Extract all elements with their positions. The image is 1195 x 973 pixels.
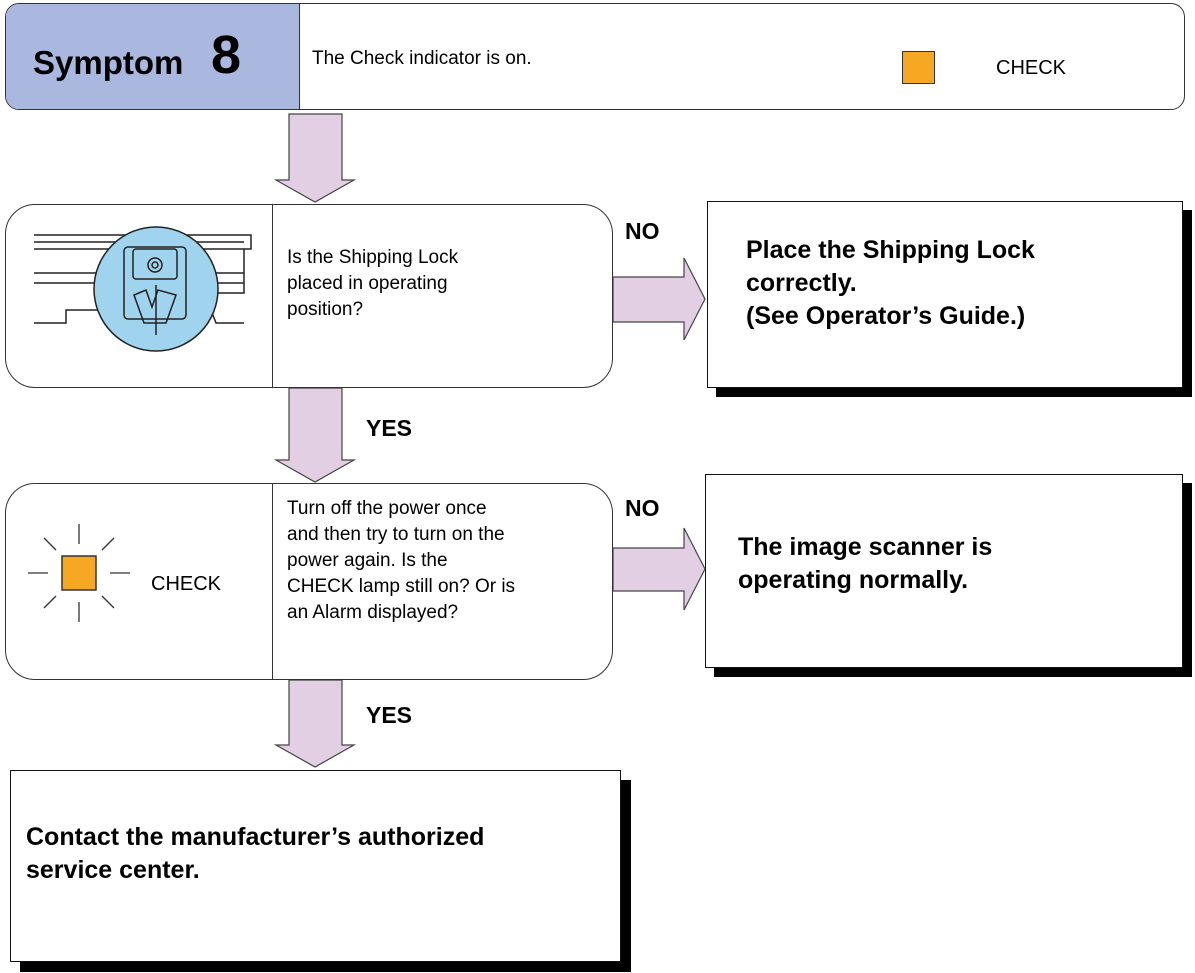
down-arrow-2 — [273, 387, 357, 483]
symptom-tab: Symptom 8 — [6, 4, 300, 109]
result-box-normal: The image scanner is operating normally. — [705, 474, 1183, 668]
result-text-normal: The image scanner is operating normally. — [738, 531, 992, 597]
no-label-2: NO — [625, 495, 660, 521]
question-line: power again. Is the — [287, 550, 448, 571]
result-line: correctly. — [746, 269, 857, 297]
shipping-lock-illustration — [34, 226, 252, 352]
result-text-place-lock: Place the Shipping Lock correctly. (See … — [746, 234, 1035, 333]
yes-label-1: YES — [366, 415, 413, 441]
right-arrow-2 — [612, 527, 706, 611]
question-line: Is the Shipping Lock — [287, 247, 459, 268]
question-line: CHECK lamp still on? Or is — [287, 576, 516, 597]
symptom-header: Symptom 8 The Check indicator is on. CHE… — [5, 3, 1185, 110]
check-lamp-label: CHECK — [996, 57, 1067, 79]
result-box-place-lock: Place the Shipping Lock correctly. (See … — [707, 201, 1183, 388]
result-line: The image scanner is — [738, 533, 993, 561]
result-line: Place the Shipping Lock — [746, 236, 1035, 264]
question-line: and then try to turn on the — [287, 524, 505, 545]
question-box-check-lamp: CHECK Turn off the power once and then t… — [5, 483, 613, 680]
result-text-contact-service: Contact the manufacturer’s authorized se… — [26, 821, 484, 887]
question-line: Turn off the power once — [287, 498, 487, 519]
question-divider — [272, 484, 273, 679]
symptom-description: The Check indicator is on. — [312, 48, 532, 69]
check-lamp-label-2: CHECK — [151, 573, 222, 595]
result-line: operating normally. — [738, 566, 969, 594]
question-line: an Alarm displayed? — [287, 602, 459, 623]
down-arrow-3 — [273, 679, 357, 768]
no-label-1: NO — [625, 218, 660, 244]
question-text-shipping-lock: Is the Shipping Lock placed in operating… — [287, 245, 458, 323]
question-line: position? — [287, 299, 364, 320]
yes-label-2: YES — [366, 702, 413, 728]
symptom-word: Symptom — [33, 44, 184, 81]
result-line: Contact the manufacturer’s authorized — [26, 823, 485, 851]
question-line: placed in operating — [287, 273, 448, 294]
question-text-power-cycle: Turn off the power once and then try to … — [287, 496, 515, 626]
down-arrow-1 — [273, 113, 357, 203]
result-line: (See Operator’s Guide.) — [746, 302, 1026, 330]
symptom-number: 8 — [211, 25, 242, 85]
right-arrow-1 — [612, 257, 706, 341]
result-box-contact-service: Contact the manufacturer’s authorized se… — [10, 770, 621, 962]
question-divider — [272, 205, 273, 387]
question-box-shipping-lock: Is the Shipping Lock placed in operating… — [5, 204, 613, 388]
check-lamp-icon — [902, 51, 935, 84]
blinking-check-lamp-icon — [28, 524, 130, 622]
result-line: service center. — [26, 856, 200, 884]
